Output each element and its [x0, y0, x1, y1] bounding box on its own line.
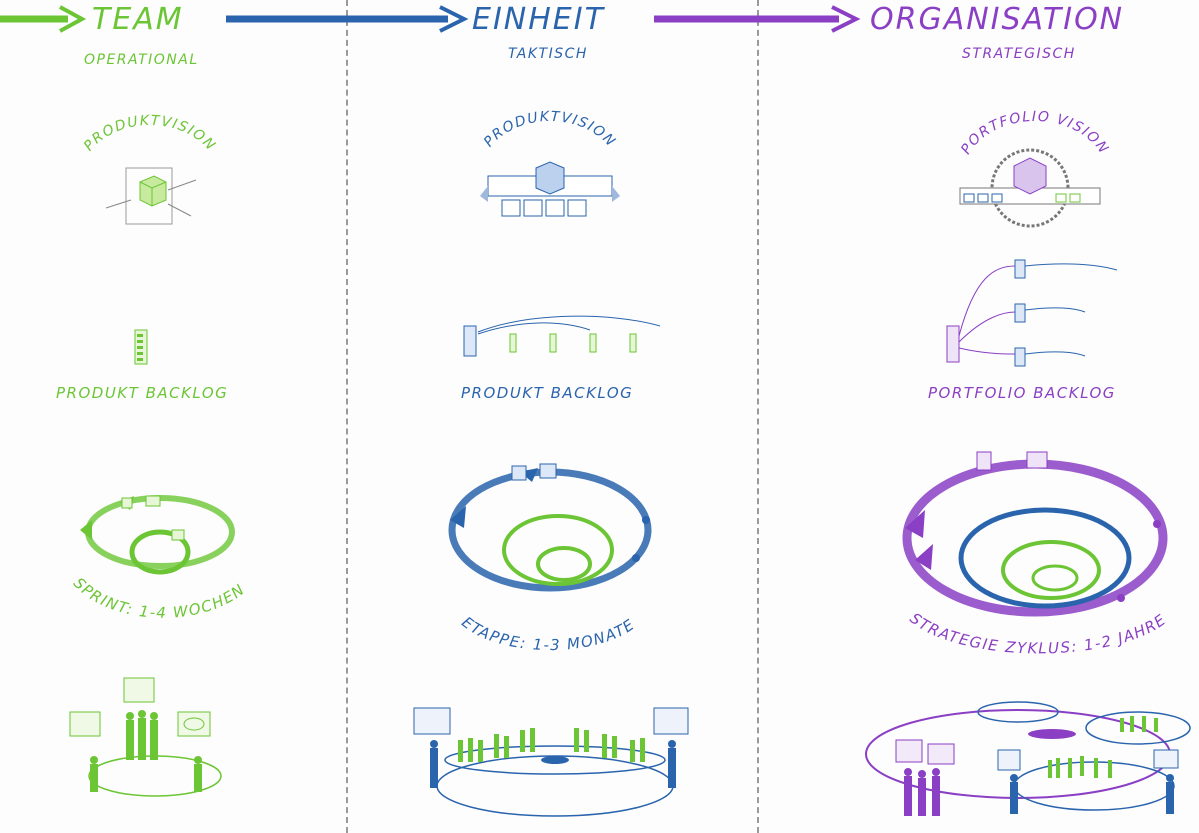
team-sprint-cycle-icon	[80, 495, 235, 575]
team-people-illustration	[69, 677, 222, 797]
einheit-people-illustration	[413, 707, 689, 817]
team-header-arrow-icon	[0, 5, 87, 33]
organisation-backlog-icon	[946, 259, 1118, 367]
einheit-etappe-cycle-icon	[448, 463, 652, 592]
organisation-vision-seal-icon	[959, 148, 1101, 228]
svg-text:PRODUKTVISION: PRODUKTVISION	[81, 113, 219, 154]
column-divider-1	[346, 0, 348, 833]
einheit-vision-banner-icon	[480, 161, 620, 217]
team-backlog-icon	[134, 329, 148, 365]
einheit-backlog-label: PRODUKT BACKLOG	[461, 384, 634, 402]
svg-text:SPRINT: 1-4 WOCHEN: SPRINT: 1-4 WOCHEN	[70, 574, 249, 622]
organisation-subtitle: STRATEGISCH	[962, 46, 1076, 62]
team-vision-arc-label: PRODUKTVISION	[81, 113, 219, 154]
column-divider-2	[757, 0, 759, 833]
svg-text:ETAPPE: 1-3 MONATE: ETAPPE: 1-3 MONATE	[458, 613, 638, 654]
organisation-strategy-arc-label: STRATEGIE ZYKLUS: 1-2 JAHRE	[906, 609, 1169, 657]
einheit-backlog-icon	[463, 315, 661, 357]
svg-text:PRODUKTVISION: PRODUKTVISION	[481, 109, 619, 150]
organisation-people-illustration	[865, 701, 1191, 816]
svg-text:STRATEGIE ZYKLUS: 1-2 JAHRE: STRATEGIE ZYKLUS: 1-2 JAHRE	[906, 609, 1169, 657]
team-sprint-arc-label: SPRINT: 1-4 WOCHEN	[70, 574, 249, 622]
einheit-etappe-arc-label: ETAPPE: 1-3 MONATE	[458, 613, 638, 654]
organisation-title: ORGANISATION	[870, 2, 1125, 37]
organisation-strategy-cycle-icon	[902, 451, 1168, 617]
organisation-header-arrow-icon	[654, 5, 861, 33]
team-vision-cube-icon	[105, 167, 197, 225]
team-title: TEAM	[92, 2, 184, 37]
einheit-header-arrow-icon	[226, 5, 469, 33]
einheit-subtitle: TAKTISCH	[508, 46, 588, 62]
organisation-backlog-label: PORTFOLIO BACKLOG	[928, 384, 1116, 402]
team-subtitle: OPERATIONAL	[84, 52, 199, 68]
team-backlog-label: PRODUKT BACKLOG	[56, 384, 229, 402]
einheit-vision-arc-label: PRODUKTVISION	[481, 109, 619, 150]
einheit-title: EINHEIT	[472, 2, 605, 37]
